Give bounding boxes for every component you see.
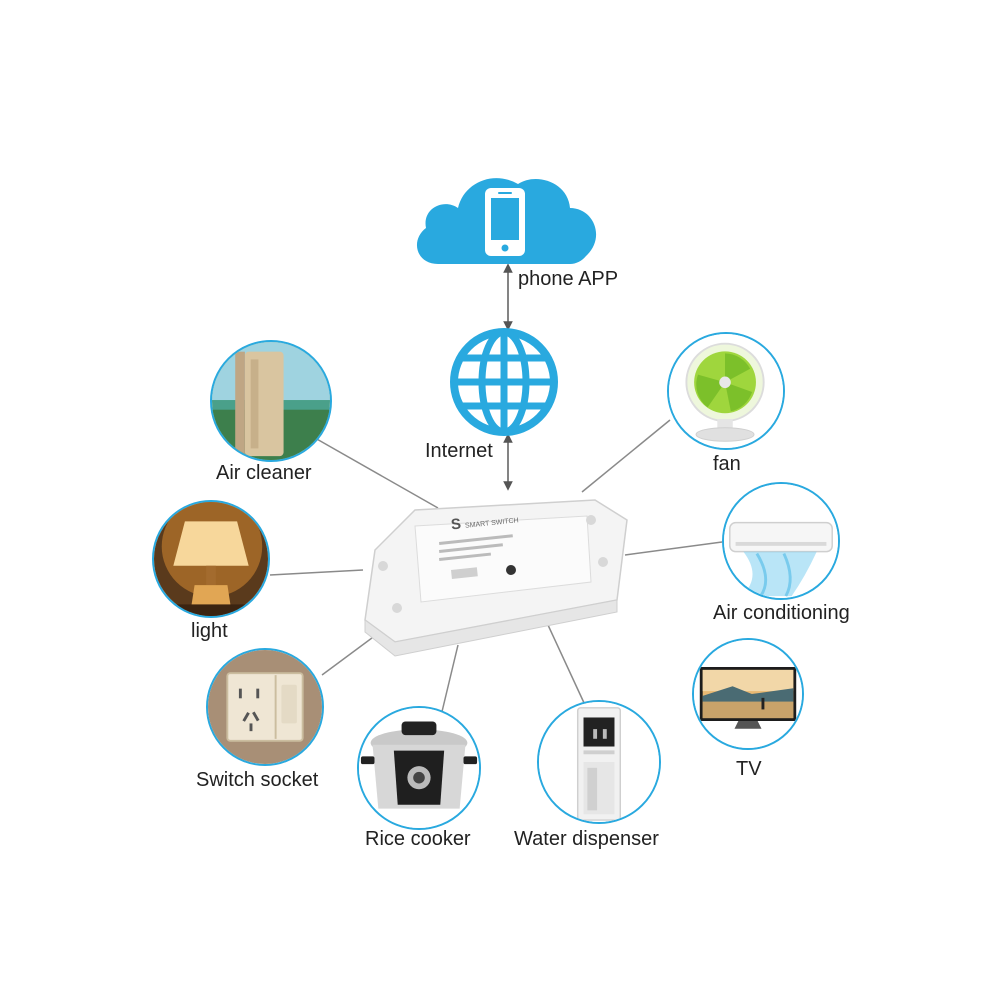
water-dispenser-circle <box>537 700 661 824</box>
air-cleaner-label: Air cleaner <box>216 462 312 484</box>
link-switch-socket <box>321 631 381 676</box>
switch-socket-circle <box>206 648 324 766</box>
air-cleaner-circle <box>210 340 332 462</box>
link-rice-cooker <box>439 644 459 721</box>
link-air-conditioning <box>624 541 723 556</box>
air-cleaner-icon <box>212 342 330 460</box>
rice-cooker-label: Rice cooker <box>365 828 471 850</box>
air-conditioner-icon <box>724 484 838 598</box>
tv-label: TV <box>736 758 762 780</box>
smart-switch-device: S SMART SWITCH <box>355 490 635 660</box>
link-air-cleaner <box>314 437 439 509</box>
tv-circle <box>692 638 804 750</box>
rice-cooker-icon <box>359 708 479 828</box>
air-conditioning-circle <box>722 482 840 600</box>
device-brand-mark: S <box>450 515 462 534</box>
light-label: light <box>191 620 228 642</box>
water-dispenser-icon <box>539 702 659 822</box>
rice-cooker-circle <box>357 706 481 830</box>
wall-socket-icon <box>208 650 322 764</box>
water-dispenser-label: Water dispenser <box>514 828 659 850</box>
switch-socket-label: Switch socket <box>196 769 319 791</box>
phone-app-label: phone APP <box>518 268 619 290</box>
link-water-dispenser <box>547 624 586 706</box>
link-light <box>269 569 364 576</box>
link-fan <box>581 419 671 493</box>
cloud-phone-icon <box>410 168 602 268</box>
fan-circle <box>667 332 785 450</box>
tv-icon <box>694 640 802 748</box>
lamp-icon <box>154 502 268 616</box>
fan-icon <box>669 334 783 448</box>
fan-label: fan <box>713 453 741 475</box>
internet-label: Internet <box>425 440 493 462</box>
air-conditioning-label: Air conditioning <box>713 602 850 624</box>
light-circle <box>152 500 270 618</box>
globe-icon <box>448 326 560 438</box>
